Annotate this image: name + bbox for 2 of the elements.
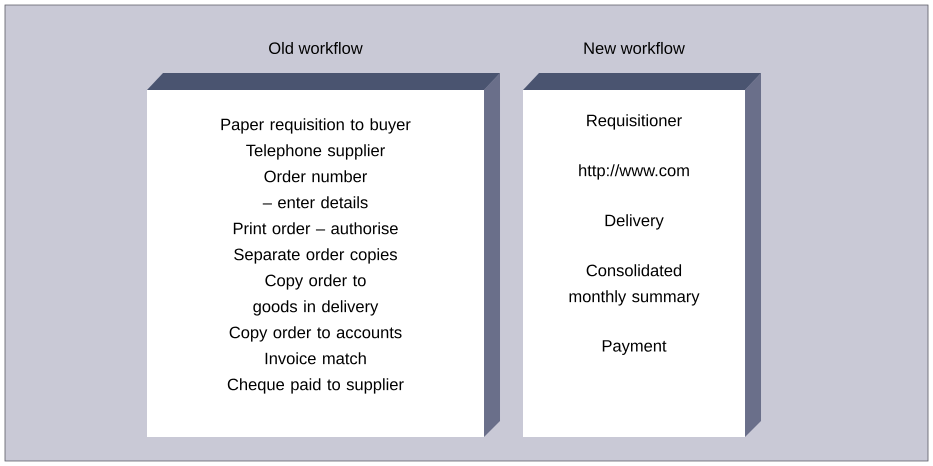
- column-heading: New workflow: [584, 42, 685, 54]
- column-heading: Old workflow: [269, 42, 363, 54]
